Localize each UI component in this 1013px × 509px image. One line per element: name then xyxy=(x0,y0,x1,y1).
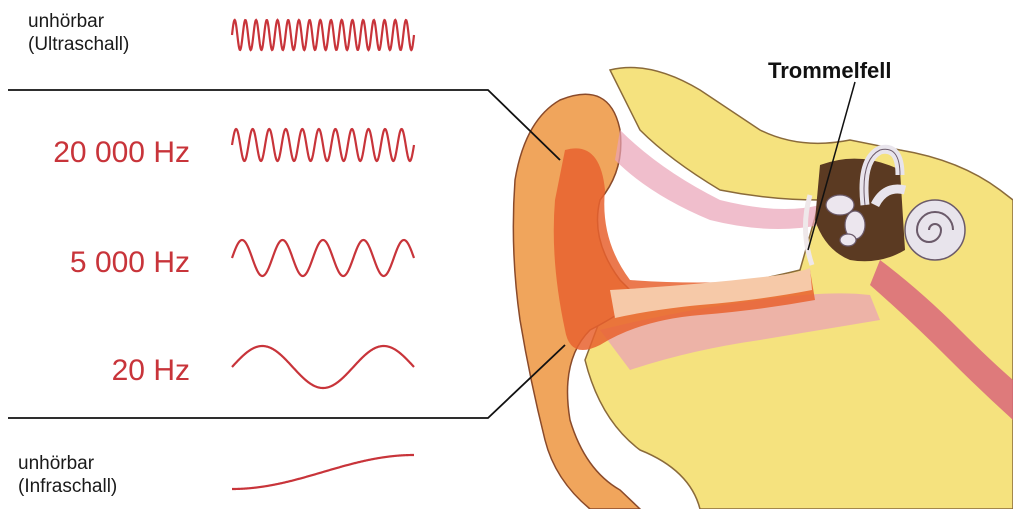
ear-illustration xyxy=(513,68,1013,509)
wave-infraschall xyxy=(232,455,414,489)
wave-ultraschall xyxy=(232,20,414,50)
wave-20-hz xyxy=(232,346,414,388)
wave-5000-hz xyxy=(232,240,414,276)
audible-range-top-line xyxy=(8,90,560,160)
cochlea xyxy=(905,200,965,260)
audible-range-bottom-line xyxy=(8,345,565,418)
wave-20000-hz xyxy=(232,129,414,161)
